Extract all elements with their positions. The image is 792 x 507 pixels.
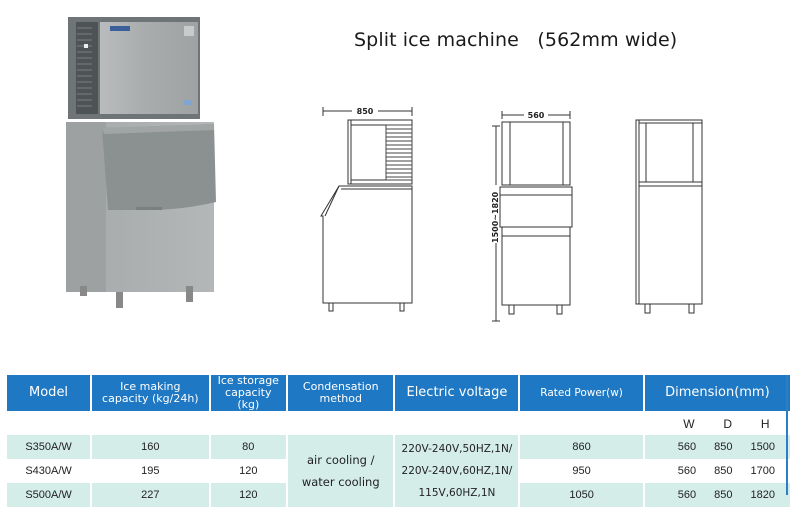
- table-edge-line: [786, 375, 788, 495]
- header-ice-making-line2: capacity (kg/24h): [102, 392, 199, 405]
- cell-ice-storage: 80: [210, 435, 287, 459]
- cell-ice-making: 160: [92, 435, 209, 459]
- cell-d: 850: [714, 489, 733, 501]
- front-width-label: 560: [528, 111, 545, 120]
- header-condensation-line1: Condensation: [302, 380, 379, 393]
- cell-power: 950: [520, 459, 643, 483]
- cell-ice-making: 195: [92, 459, 209, 483]
- side-view-drawing: 850: [320, 107, 413, 312]
- cell-condensation: air cooling / water cooling: [288, 435, 394, 507]
- dim-w-label: W: [683, 417, 695, 431]
- cell-h: 1500: [750, 441, 775, 453]
- cell-dimension: 560 850 1820: [644, 483, 790, 507]
- cell-h: 1700: [750, 465, 775, 477]
- cell-ice-storage: 120: [210, 459, 287, 483]
- header-condensation-line2: method: [319, 392, 362, 405]
- dim-h-label: H: [760, 417, 770, 431]
- header-voltage: Electric voltage: [395, 375, 519, 413]
- voltage-line1: 220V-240V,50HZ,1N/: [401, 443, 513, 455]
- cell-dimension: 560 850 1700: [644, 459, 790, 483]
- condensation-line1: air cooling /: [306, 453, 375, 467]
- cell-dimension: 560 850 1500: [644, 435, 790, 459]
- dim-d-label: D: [723, 417, 733, 431]
- voltage-line3: 115V,60HZ,1N: [418, 487, 496, 499]
- voltage-line2: 220V-240V,60HZ,1N/: [401, 465, 513, 477]
- table-row: S430A/W 195 120 950 560 850 1700: [7, 459, 790, 483]
- header-power: Rated Power(w): [520, 375, 643, 413]
- condensation-line2: water cooling: [301, 475, 380, 489]
- cell-d: 850: [714, 441, 733, 453]
- cell-w: 560: [677, 489, 697, 501]
- front-height-label: 1500~1820: [491, 191, 500, 243]
- header-ice-storage-line1: Ice storage: [217, 374, 279, 387]
- header-model: Model: [7, 375, 91, 413]
- cell-ice-storage: 120: [210, 483, 287, 507]
- front-view-drawing: 560 1500~1820: [491, 111, 573, 322]
- table-row: S500A/W 227 120 1050 560 850 1820: [7, 483, 790, 507]
- back-view-drawing: [635, 119, 703, 314]
- side-width-label: 850: [357, 107, 374, 116]
- cell-model: S430A/W: [7, 459, 91, 483]
- cell-ice-making: 227: [92, 483, 209, 507]
- table-row: S350A/W 160 80 air cooling / water coolin…: [7, 435, 790, 507]
- cell-voltage: 220V-240V,50HZ,1N/220V-240V,60HZ,1N/115V…: [395, 435, 519, 507]
- header-ice-making-line1: Ice making: [120, 380, 181, 393]
- cell-power: 860: [520, 435, 643, 459]
- cell-model: S500A/W: [7, 483, 91, 507]
- product-photo: [66, 17, 216, 308]
- cell-model: S350A/W: [7, 435, 91, 459]
- cell-h: 1820: [750, 489, 775, 501]
- header-dimension: Dimension(mm): [644, 375, 790, 413]
- cell-w: 560: [677, 441, 697, 453]
- header-ice-storage-line2: capacity (kg): [225, 386, 272, 411]
- page-title: Split ice machine (562mm wide): [354, 29, 678, 51]
- cell-d: 850: [714, 465, 733, 477]
- cell-w: 560: [677, 465, 697, 477]
- cell-power: 1050: [520, 483, 643, 507]
